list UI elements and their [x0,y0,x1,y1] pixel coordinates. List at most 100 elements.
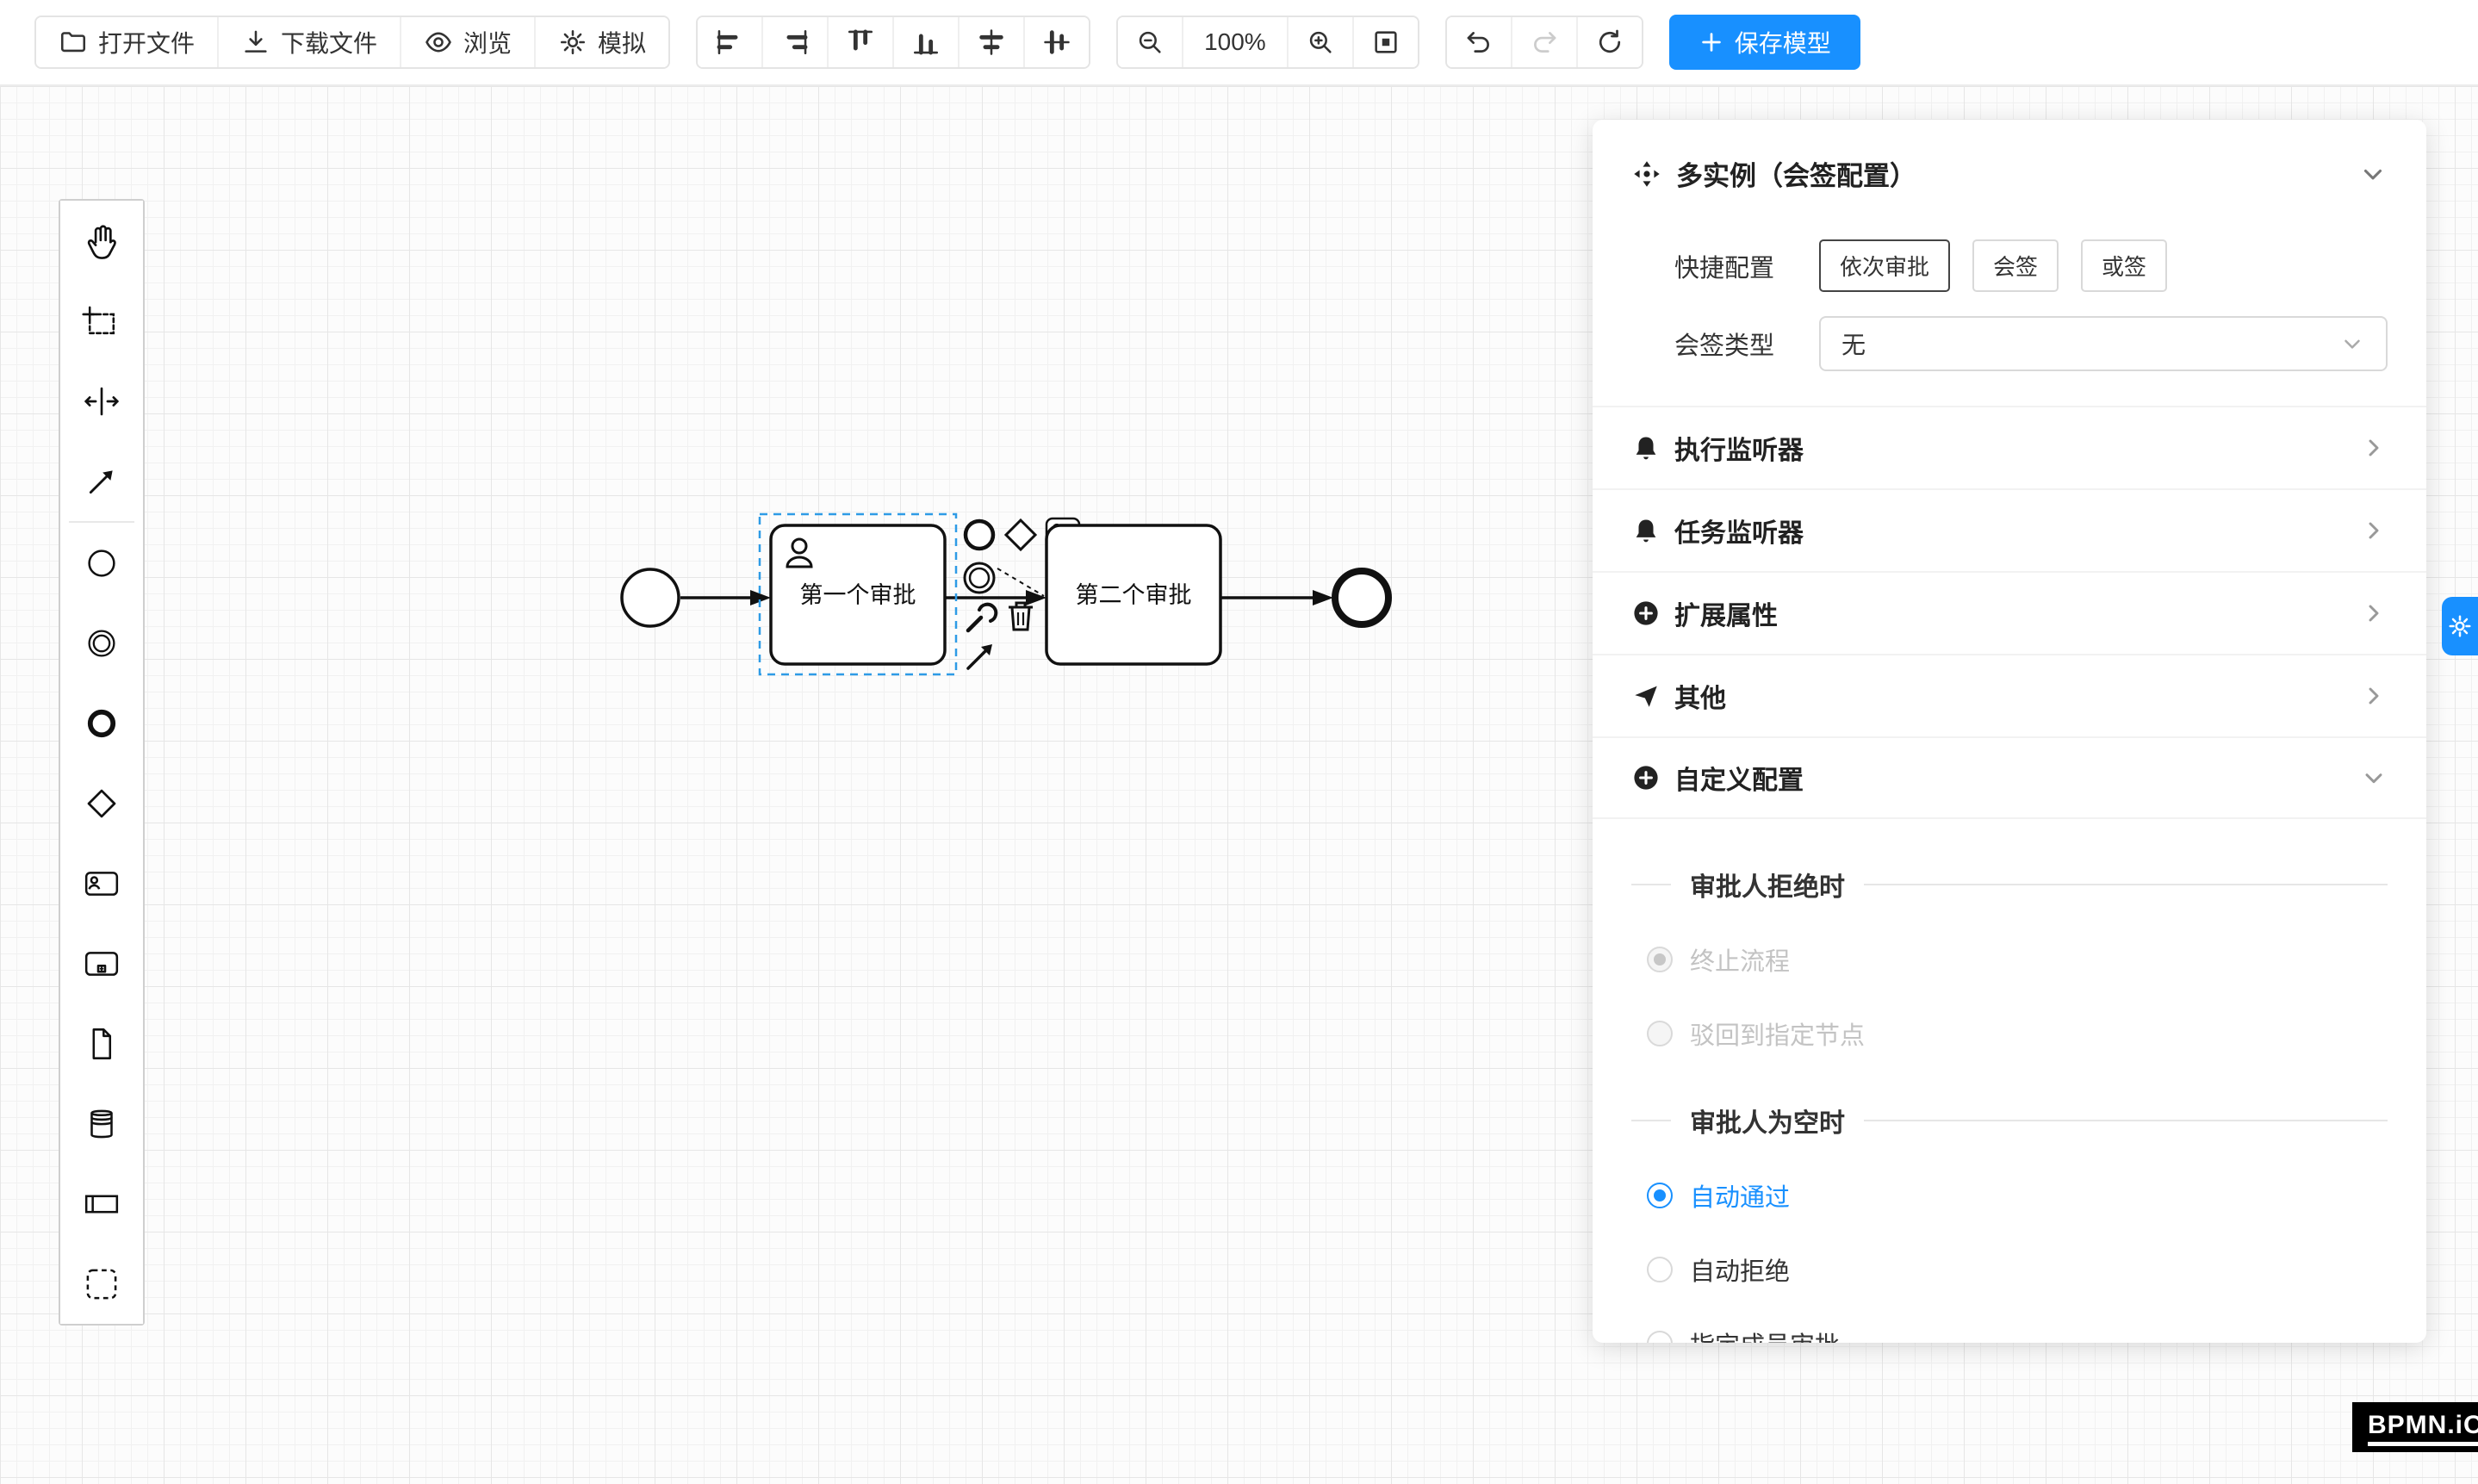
radio-dot [1647,1257,1673,1282]
reset-button[interactable] [1577,17,1642,67]
intermediate-event-icon [88,629,115,657]
align-center-vertical-icon [1044,30,1070,54]
create-data-object[interactable] [60,1003,143,1084]
align-center-horizontal-button[interactable] [960,17,1026,67]
hand-icon [87,224,116,259]
zoom-in-button[interactable] [1288,17,1354,67]
subprocess-icon [84,951,119,976]
fit-viewport-button[interactable] [1353,17,1418,67]
start-event-icon [88,549,115,577]
gateway-icon [87,789,116,817]
align-center-vertical-button[interactable] [1025,17,1090,67]
countersign-type-select[interactable]: 无 [1819,316,2388,371]
append-gateway-button[interactable] [1003,518,1038,552]
download-icon [245,30,267,53]
undo-button[interactable] [1446,17,1512,67]
align-top-button[interactable] [829,17,895,67]
create-user-task[interactable] [60,843,143,923]
radio-label: 自动拒绝 [1690,1258,1791,1286]
section-extended-properties[interactable]: 扩展属性 [1593,571,2426,654]
panel-header-multi-instance[interactable]: 多实例（会签配置） [1593,120,2426,215]
end-event-icon [87,709,116,737]
append-end-event-button[interactable] [963,518,996,551]
sequence-flow-2[interactable] [945,590,1046,605]
download-file-button[interactable]: 下载文件 [219,17,402,67]
lasso-tool[interactable] [60,281,143,361]
bpmn-io-logo: BPMN.iO [2352,1402,2478,1452]
plus-circle-icon [1634,601,1658,625]
preview-label: 浏览 [463,30,512,57]
redo-icon [1533,32,1556,53]
quick-option-countersign[interactable]: 会签 [1972,239,2059,292]
multi-instance-icon [1634,160,1660,187]
section-task-listener[interactable]: 任务监听器 [1593,488,2426,571]
radio-auto-reject[interactable]: 自动拒绝 [1647,1251,2388,1288]
create-gateway[interactable] [60,763,143,843]
radio-auto-pass[interactable]: 自动通过 [1647,1177,2388,1214]
data-store-icon [90,1109,113,1138]
preview-button[interactable]: 浏览 [401,17,537,67]
chevron-down-icon [2363,169,2382,180]
diagram-canvas[interactable]: 第一个审批 [0,86,2478,1484]
radio-label: 自动通过 [1690,1184,1791,1212]
space-tool-icon [84,387,119,415]
section-other[interactable]: 其他 [1593,654,2426,736]
align-left-button[interactable] [698,17,764,67]
participant-icon [84,1195,119,1213]
refresh-icon [1599,29,1620,53]
create-end-event[interactable] [60,683,143,763]
empty-title-divider: 审批人为空时 [1631,1102,2388,1139]
space-tool[interactable] [60,361,143,441]
user-task-icon [84,871,119,896]
radio-dot [1647,1183,1673,1208]
quick-option-or-sign[interactable]: 或签 [2081,239,2168,292]
history-button-group [1444,16,1643,69]
wrench-button[interactable] [966,602,998,633]
quick-option-sequential[interactable]: 依次审批 [1819,239,1951,292]
start-event[interactable] [620,568,680,628]
open-file-button[interactable]: 打开文件 [36,17,220,67]
create-start-event[interactable] [60,523,143,603]
hand-tool[interactable] [60,201,143,281]
panel-sections: 执行监听器 任务监听器 扩展属性 其他 [1593,406,2426,819]
align-right-icon [786,29,808,55]
end-event[interactable] [1332,568,1392,628]
section-execution-listener[interactable]: 执行监听器 [1593,406,2426,488]
settings-toggle-button[interactable] [2442,597,2478,655]
sequence-flow-3[interactable] [1220,590,1333,605]
task-second-approval[interactable]: 第二个审批 [1045,524,1222,666]
sequence-flow-1[interactable] [680,590,771,605]
save-model-label: 保存模型 [1734,30,1831,57]
chevron-right-icon [2369,687,2379,705]
section-label: 扩展属性 [1674,602,1778,630]
countersign-type-row: 会签类型 无 [1631,316,2388,371]
align-bottom-button[interactable] [894,17,960,67]
create-intermediate-event[interactable] [60,603,143,683]
radio-assign-member[interactable]: 指定成员审批 [1647,1326,2388,1343]
palette [59,199,145,1326]
panel-title: 多实例（会签配置） [1676,161,1916,191]
create-data-store[interactable] [60,1084,143,1164]
radio-label: 终止流程 [1690,948,1791,976]
zoom-out-button[interactable] [1118,17,1184,67]
create-group[interactable] [60,1244,143,1324]
trash-button[interactable] [1009,601,1033,631]
simulate-button[interactable]: 模拟 [536,17,669,67]
align-right-button[interactable] [763,17,829,67]
global-connect-tool[interactable] [60,441,143,521]
radio-dot [1647,947,1673,972]
section-custom-config[interactable]: 自定义配置 [1593,736,2426,819]
bell-icon [1636,519,1656,543]
append-intermediate-event-button[interactable] [963,562,996,594]
create-subprocess[interactable] [60,923,143,1003]
undo-icon [1467,32,1489,53]
task-first-approval[interactable]: 第一个审批 [769,524,947,666]
properties-panel: 多实例（会签配置） 快捷配置 依次审批 会签 或签 会签类型 无 [1593,120,2426,1343]
create-participant[interactable] [60,1164,143,1244]
countersign-type-value: 无 [1841,332,1866,358]
save-model-button[interactable]: 保存模型 [1668,15,1860,70]
align-left-icon [717,29,738,55]
connect-tool-button[interactable] [966,644,992,670]
radio-return-to-node: 驳回到指定节点 [1647,1015,2388,1052]
redo-button[interactable] [1512,17,1578,67]
